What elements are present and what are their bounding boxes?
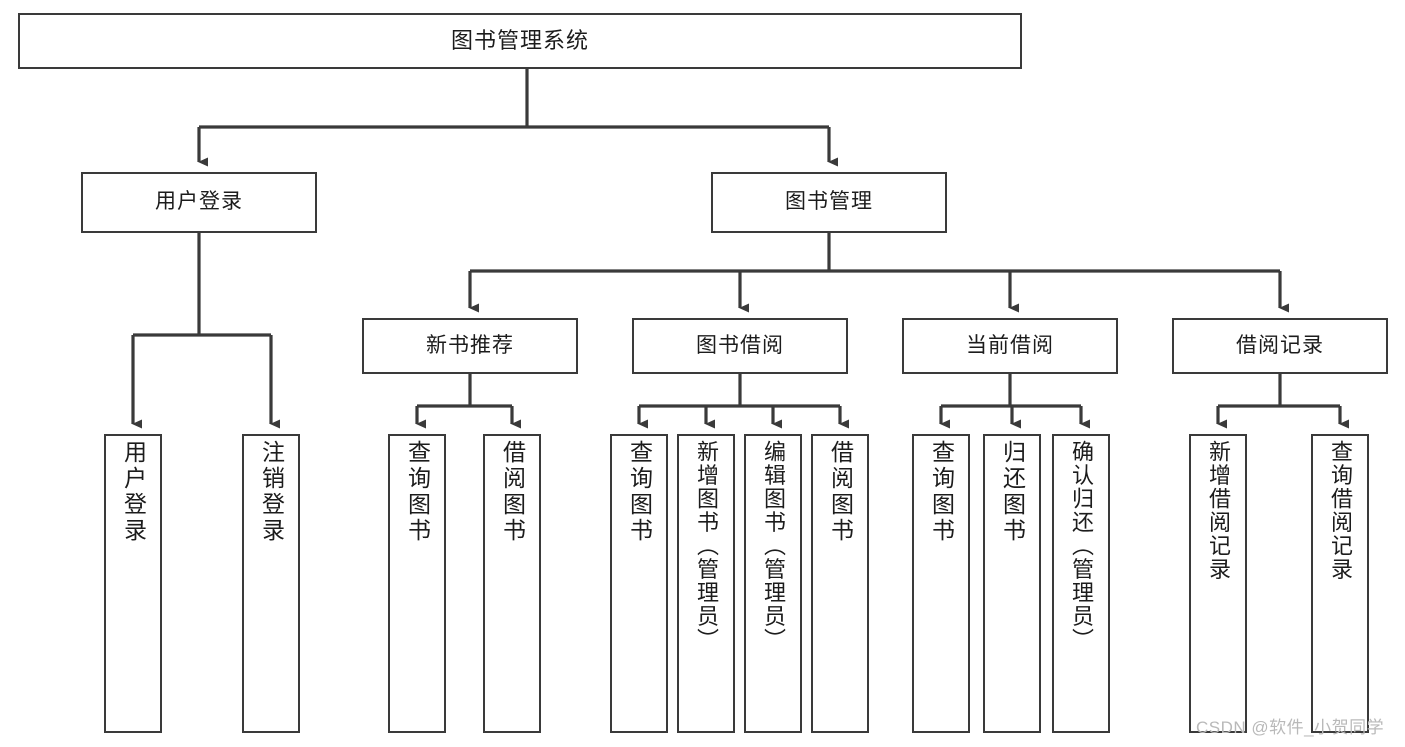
leaf-query-book-1[interactable]: 查询图书 [388, 434, 446, 733]
leaf-query-book-1-label: 查询图书 [404, 440, 431, 544]
leaf-query-book-3[interactable]: 查询图书 [912, 434, 970, 733]
leaf-edit-book[interactable]: 编辑图书（管理员） [744, 434, 802, 733]
leaf-query-book-2[interactable]: 查询图书 [610, 434, 668, 733]
leaf-logout-label: 注销登录 [258, 440, 285, 544]
leaf-borrow-book-1-label: 借阅图书 [499, 440, 526, 544]
leaf-return-book[interactable]: 归还图书 [983, 434, 1041, 733]
csdn-watermark: CSDN @软件_小贺同学 [1196, 718, 1385, 737]
leaf-confirm-return-label: 确认归还（管理员） [1069, 440, 1094, 652]
leaf-query-book-3-label: 查询图书 [928, 440, 955, 544]
node-user-login[interactable]: 用户登录 [81, 172, 317, 233]
node-current-borrow[interactable]: 当前借阅 [902, 318, 1118, 374]
leaf-return-book-label: 归还图书 [999, 440, 1026, 544]
leaf-query-book-2-label: 查询图书 [626, 440, 653, 544]
node-book-manage-label: 图书管理 [785, 190, 873, 214]
node-book-manage[interactable]: 图书管理 [711, 172, 947, 233]
node-book-borrow[interactable]: 图书借阅 [632, 318, 848, 374]
leaf-borrow-book-2[interactable]: 借阅图书 [811, 434, 869, 733]
node-new-book-recommend[interactable]: 新书推荐 [362, 318, 578, 374]
leaf-user-login-label: 用户登录 [120, 440, 147, 544]
leaf-add-book-label: 新增图书（管理员） [694, 440, 719, 652]
node-user-login-label: 用户登录 [155, 190, 243, 214]
node-borrow-record[interactable]: 借阅记录 [1172, 318, 1388, 374]
node-book-borrow-label: 图书借阅 [696, 333, 784, 357]
leaf-edit-book-label: 编辑图书（管理员） [761, 440, 786, 652]
leaf-add-book[interactable]: 新增图书（管理员） [677, 434, 735, 733]
node-borrow-record-label: 借阅记录 [1236, 333, 1324, 357]
leaf-borrow-book-1[interactable]: 借阅图书 [483, 434, 541, 733]
leaf-logout[interactable]: 注销登录 [242, 434, 300, 733]
leaf-user-login[interactable]: 用户登录 [104, 434, 162, 733]
leaf-add-record-label: 新增借阅记录 [1206, 440, 1231, 581]
leaf-confirm-return[interactable]: 确认归还（管理员） [1052, 434, 1110, 733]
leaf-query-record[interactable]: 查询借阅记录 [1311, 434, 1369, 733]
node-root[interactable]: 图书管理系统 [18, 13, 1022, 69]
node-new-book-recommend-label: 新书推荐 [426, 333, 514, 357]
leaf-query-record-label: 查询借阅记录 [1328, 440, 1353, 581]
node-current-borrow-label: 当前借阅 [966, 333, 1054, 357]
leaf-add-record[interactable]: 新增借阅记录 [1189, 434, 1247, 733]
leaf-borrow-book-2-label: 借阅图书 [827, 440, 854, 544]
node-root-label: 图书管理系统 [450, 28, 589, 54]
